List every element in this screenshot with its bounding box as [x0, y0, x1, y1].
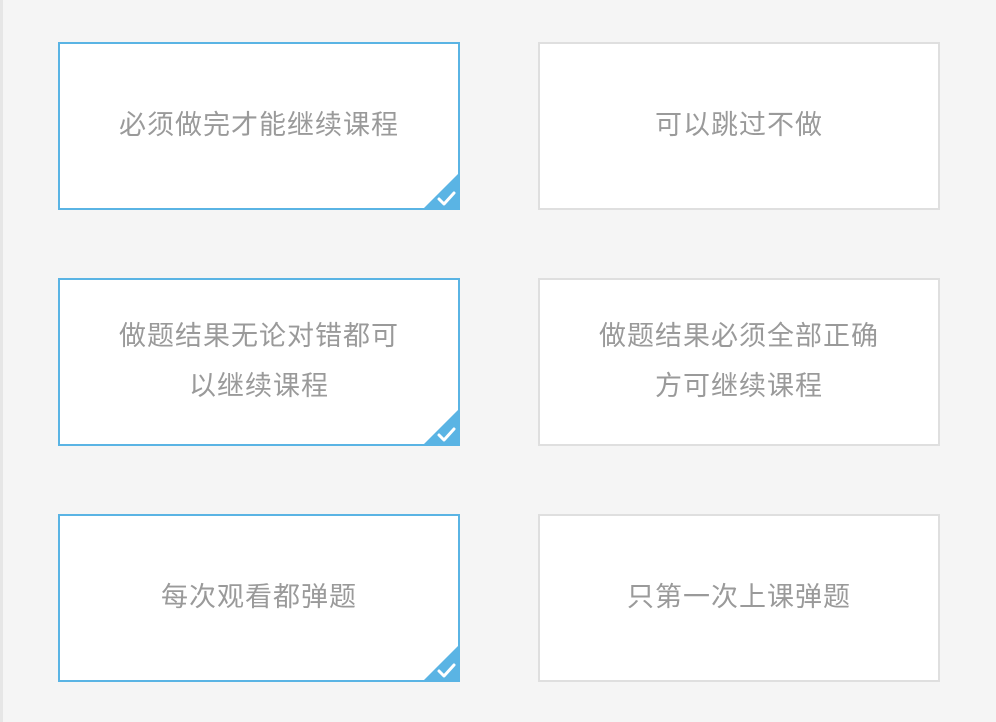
checkmark-corner-icon — [422, 644, 460, 682]
quiz-options-grid: 必须做完才能继续课程 可以跳过不做 做题结果无论对错都可以继续课程 做题结果必须… — [58, 42, 940, 682]
left-divider — [0, 0, 3, 722]
option-label: 做题结果必须全部正确方可继续课程 — [599, 321, 879, 402]
option-popup-every-view[interactable]: 每次观看都弹题 — [58, 514, 460, 682]
option-can-skip[interactable]: 可以跳过不做 — [538, 42, 940, 210]
option-label: 每次观看都弹题 — [161, 582, 357, 613]
option-label: 必须做完才能继续课程 — [119, 110, 399, 141]
option-popup-first-lesson-only[interactable]: 只第一次上课弹题 — [538, 514, 940, 682]
option-label: 只第一次上课弹题 — [627, 582, 851, 613]
option-label: 可以跳过不做 — [655, 110, 823, 141]
option-continue-regardless-of-result[interactable]: 做题结果无论对错都可以继续课程 — [58, 278, 460, 446]
checkmark-corner-icon — [422, 172, 460, 210]
option-must-finish-to-continue[interactable]: 必须做完才能继续课程 — [58, 42, 460, 210]
option-must-be-all-correct[interactable]: 做题结果必须全部正确方可继续课程 — [538, 278, 940, 446]
checkmark-corner-icon — [422, 408, 460, 446]
option-label: 做题结果无论对错都可以继续课程 — [119, 321, 399, 402]
